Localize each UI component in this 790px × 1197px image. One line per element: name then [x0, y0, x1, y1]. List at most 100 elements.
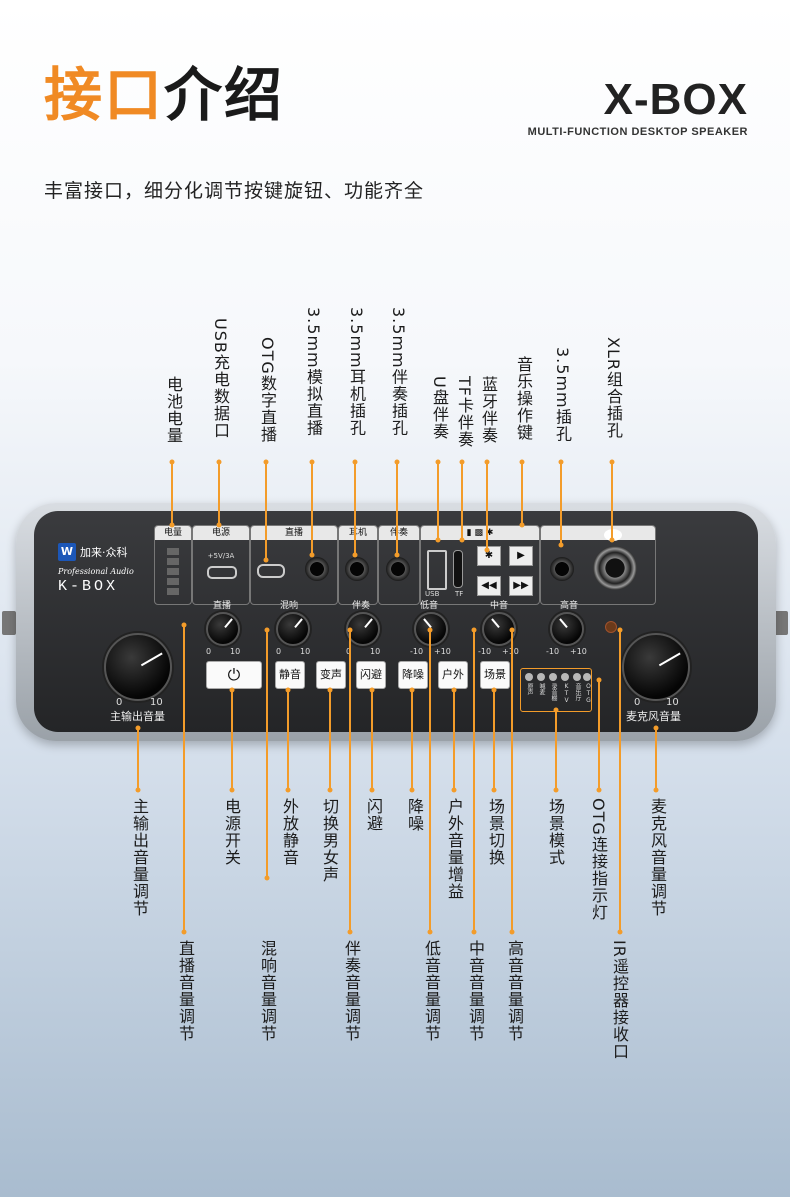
leader-dot — [229, 687, 235, 693]
main-min: 0 — [116, 697, 123, 708]
callout-main-volume: 主输出音量调节 — [130, 798, 149, 917]
callout-ir-receiver: IR遥控器接收口 — [610, 940, 629, 1060]
leader-dot — [509, 929, 515, 935]
knob-label-reverb: 混响 — [280, 601, 299, 611]
callout-ducking: 闪避 — [364, 798, 383, 832]
leader-dot — [285, 687, 291, 693]
xlr-combo-socket[interactable] — [593, 546, 637, 590]
mic-volume-label: 麦克风音量 — [626, 710, 681, 723]
brand-name: X-BOX — [603, 75, 748, 124]
leader-dot — [471, 929, 477, 935]
leader-dot — [617, 929, 623, 935]
leader-dot — [609, 459, 615, 465]
main-volume-knob[interactable] — [104, 633, 172, 701]
leader-dot — [394, 459, 400, 465]
callout-xlr: XLR组合插孔 — [604, 337, 623, 439]
logo-mark-icon: W — [58, 542, 76, 561]
callout-accomp-volume: 伴奏音量调节 — [342, 940, 361, 1042]
logo-model: K-BOX — [58, 577, 119, 595]
leader-dot — [484, 547, 490, 553]
logo-tagline: Professional Audio — [58, 566, 134, 576]
leader-dot — [327, 787, 333, 793]
callout-tf-accomp: TF卡伴奏 — [455, 376, 474, 448]
live-header: 直播 — [251, 526, 337, 540]
knob-label-treble: 高音 — [560, 601, 579, 611]
usb-c-port[interactable] — [207, 566, 237, 579]
outdoor-button[interactable]: 户外 — [438, 661, 468, 689]
leader-dot — [553, 707, 559, 713]
leader-dot — [309, 552, 315, 558]
leader-dot — [427, 627, 433, 633]
callout-speaker-mute: 外放静音 — [280, 798, 299, 866]
live-box: 直播 — [250, 525, 338, 605]
accomp-header: 伴奏 — [379, 526, 419, 540]
leader-dot — [135, 787, 141, 793]
leader-dot — [409, 687, 415, 693]
leader-dot — [394, 552, 400, 558]
leader-dot — [369, 787, 375, 793]
headphone-box: 耳机 — [338, 525, 378, 605]
accomp-max: 10 — [370, 647, 381, 656]
leader-dot — [216, 459, 222, 465]
usb-a-port[interactable] — [427, 550, 447, 590]
mode-shout: 喊麦 — [538, 683, 545, 695]
live-jack[interactable] — [305, 557, 329, 581]
mid-max: +10 — [502, 647, 519, 656]
accomp-jack[interactable] — [386, 557, 410, 581]
treble-max: +10 — [570, 647, 587, 656]
tf-slot[interactable] — [453, 550, 463, 588]
leader-dot — [451, 787, 457, 793]
otg-port[interactable] — [257, 564, 285, 578]
leader-dot — [519, 522, 525, 528]
leader-dot — [459, 537, 465, 543]
ducking-button[interactable]: 闪避 — [356, 661, 386, 689]
ir-receiver — [605, 621, 617, 633]
bass-max: +10 — [434, 647, 451, 656]
leader-dot — [181, 929, 187, 935]
side-handle-right — [774, 611, 788, 635]
knob-label-bass: 低音 — [420, 601, 439, 611]
headphone-jack[interactable] — [345, 557, 369, 581]
leader-dot — [653, 787, 659, 793]
leader-dot — [491, 787, 497, 793]
bluetooth-button[interactable]: ✱ — [477, 546, 501, 566]
tf-label: TF — [455, 590, 464, 598]
leader-dot — [491, 687, 497, 693]
reverb-volume-knob[interactable] — [276, 612, 310, 646]
title-rest: 介绍 — [164, 61, 285, 129]
treble-volume-knob[interactable] — [550, 612, 584, 646]
subtitle: 丰富接口，细分化调节按键旋钮、功能齐全 — [44, 180, 425, 202]
leader-dot — [352, 552, 358, 558]
mode-ktv: KTV — [563, 683, 570, 704]
callout-bass-volume: 低音音量调节 — [422, 940, 441, 1042]
mic-jack[interactable] — [550, 557, 574, 581]
power-icon: ⏻ — [227, 665, 241, 684]
mic-volume-knob[interactable] — [622, 633, 690, 701]
play-pause-button[interactable]: ▶ — [509, 546, 533, 566]
reverb-max: 10 — [300, 647, 311, 656]
battery-header: 电量 — [155, 526, 191, 540]
mic-min: 0 — [634, 697, 641, 708]
leader-dot — [617, 627, 623, 633]
leader-dot — [553, 787, 559, 793]
leader-dot — [484, 459, 490, 465]
leader-dot — [352, 459, 358, 465]
accomp-volume-knob[interactable] — [346, 612, 380, 646]
callout-headphone: 3.5mm耳机插孔 — [347, 307, 366, 437]
callout-usb-charge: USB充电数据口 — [211, 318, 230, 439]
callout-35-jack: 3.5mm插孔 — [553, 347, 572, 443]
main-volume-label: 主输出音量 — [110, 710, 165, 723]
leader-dot — [263, 557, 269, 563]
battery-bars — [167, 548, 179, 595]
live-volume-knob[interactable] — [206, 612, 240, 646]
prev-button[interactable]: ◀◀ — [477, 576, 501, 596]
usb-spec: +5V/3A — [207, 552, 235, 560]
leader-dot — [609, 537, 615, 543]
leader-dot — [596, 787, 602, 793]
next-button[interactable]: ▶▶ — [509, 576, 533, 596]
leader-dot — [263, 459, 269, 465]
callout-outdoor-gain: 户外音量增益 — [445, 798, 464, 900]
scene-button[interactable]: 场景 — [480, 661, 510, 689]
leader-dot — [181, 622, 187, 628]
live-max: 10 — [230, 647, 241, 656]
